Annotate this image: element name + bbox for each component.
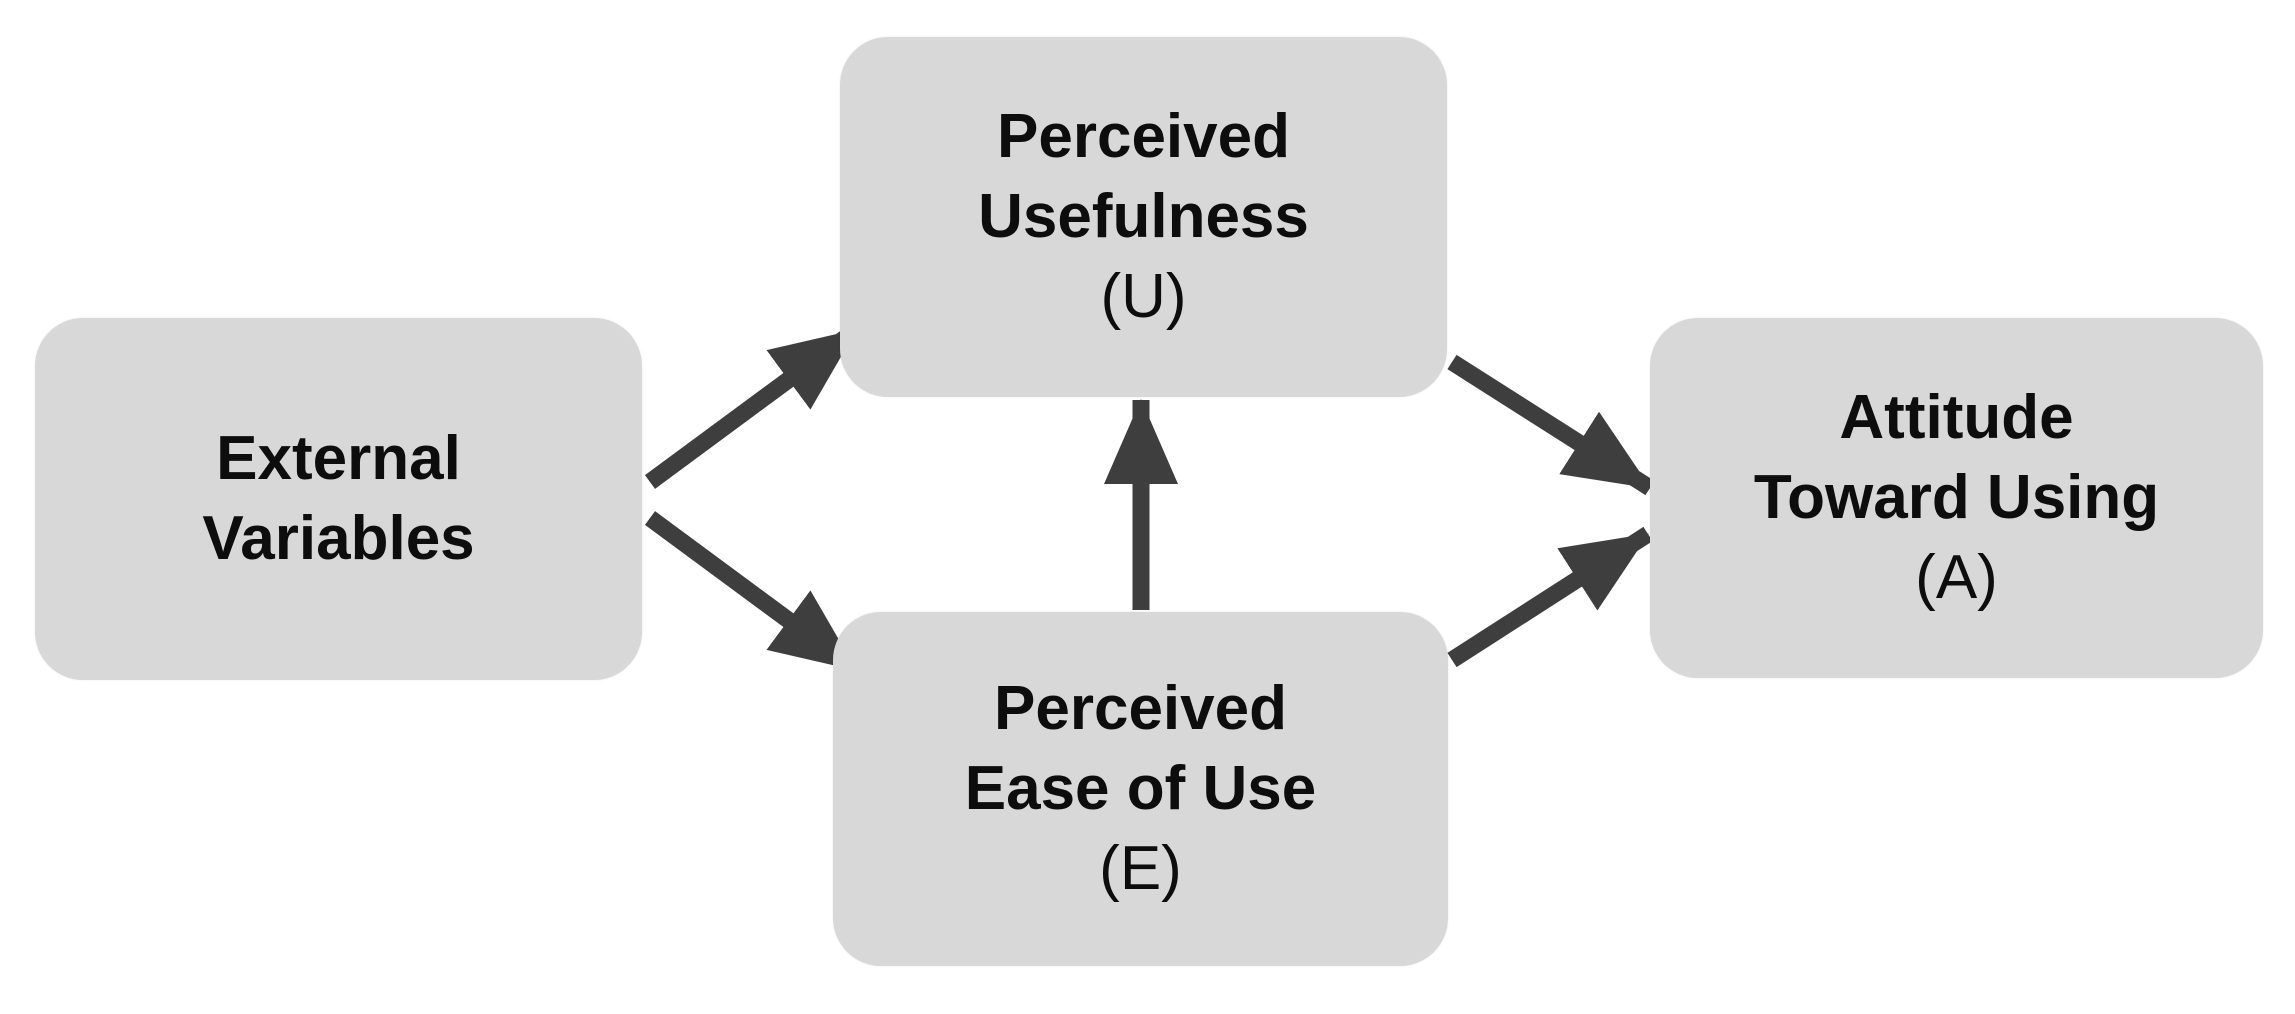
node-attitude-toward-using: Attitude Toward Using (A) <box>1650 318 2263 678</box>
node-label-line: External <box>216 424 461 493</box>
node-label-line: Toward Using <box>1753 463 2160 532</box>
node-label-line: Usefulness <box>978 182 1309 251</box>
node-perceived-ease-of-use: Perceived Ease of Use (E) <box>833 612 1448 966</box>
arrow-perceived-usefulness-to-attitude-toward-using <box>1447 354 1655 496</box>
arrow-external-variables-to-perceived-ease-of-use <box>644 511 862 677</box>
node-perceived-usefulness: Perceived Usefulness (U) <box>840 37 1447 397</box>
node-label-line: Attitude <box>1839 383 2074 452</box>
arrow-perceived-ease-of-use-to-attitude-toward-using <box>1447 526 1653 668</box>
node-code-label: (E) <box>1099 834 1182 903</box>
node-label-line: Variables <box>202 504 475 573</box>
node-code-label: (A) <box>1915 543 1998 612</box>
node-external-variables: External Variables <box>35 318 642 680</box>
arrow-external-variables-to-perceived-usefulness <box>644 323 862 489</box>
node-code-label: (U) <box>1100 262 1187 331</box>
node-label-line: Perceived <box>994 674 1287 743</box>
node-label-line: Ease of Use <box>964 754 1317 823</box>
edges-group <box>644 323 1655 677</box>
node-label-line: Perceived <box>997 102 1290 171</box>
